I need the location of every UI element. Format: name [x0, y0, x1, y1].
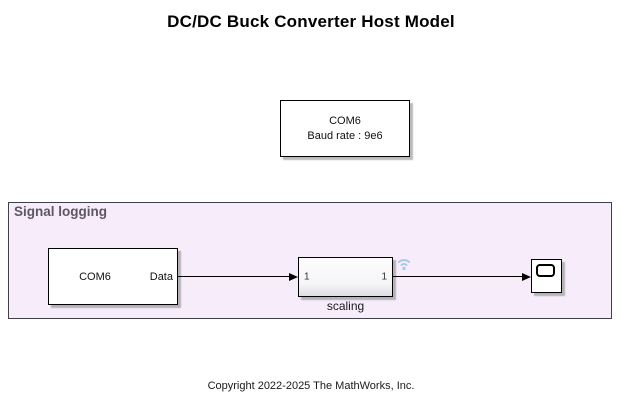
- scaling-out-port-label: 1: [381, 271, 387, 283]
- signal-logging-area-label: Signal logging: [14, 204, 107, 219]
- serial-receive-block[interactable]: COM6 Data: [48, 248, 178, 305]
- scaling-subsystem-block[interactable]: 1 1: [298, 257, 393, 297]
- host-serial-config-line1: COM6: [329, 114, 361, 127]
- serial-receive-data-port-label: Data: [149, 270, 173, 283]
- serial-receive-block-name: COM6: [79, 270, 111, 283]
- signal-logging-badge-icon[interactable]: [396, 254, 413, 272]
- signal-line-scaling-to-scope[interactable]: [393, 276, 523, 277]
- model-title: DC/DC Buck Converter Host Model: [167, 12, 455, 31]
- scope-icon: [536, 264, 555, 277]
- copyright-annotation: Copyright 2022-2025 The MathWorks, Inc.: [207, 380, 415, 392]
- host-serial-config-block[interactable]: COM6 Baud rate : 9e6: [280, 100, 410, 157]
- scaling-in-port-label: 1: [304, 271, 310, 283]
- arrowhead-icon: [522, 272, 531, 281]
- signal-line-serial-to-scaling[interactable]: [178, 276, 290, 277]
- host-serial-config-line2: Baud rate : 9e6: [307, 129, 383, 142]
- arrowhead-icon: [289, 272, 298, 281]
- scope-block[interactable]: [531, 259, 562, 293]
- scaling-block-name: scaling: [326, 299, 365, 313]
